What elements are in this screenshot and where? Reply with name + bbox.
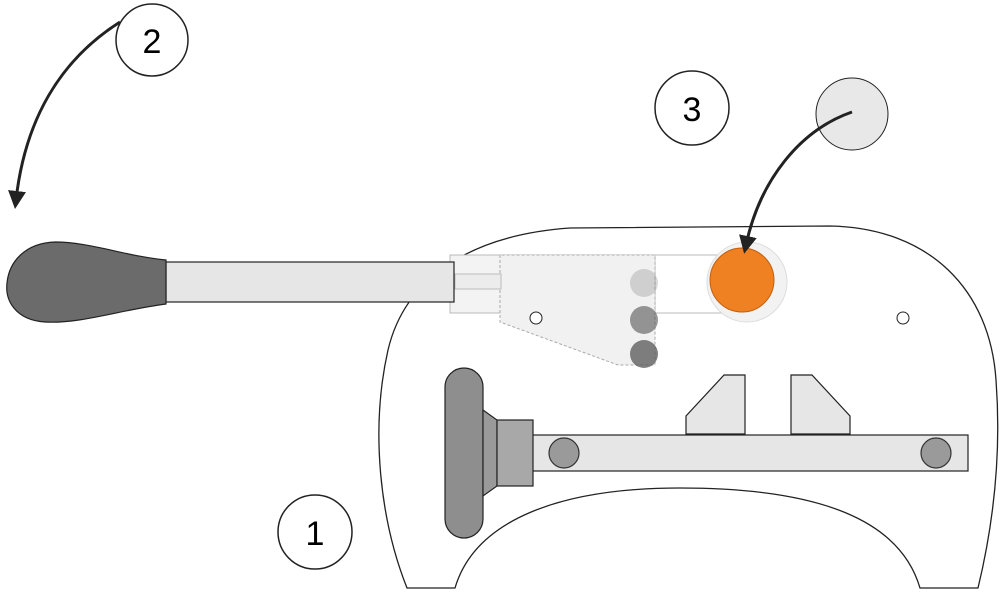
plunger-assembly <box>444 367 534 539</box>
curved-arrow-icon <box>739 110 853 254</box>
upper-guide <box>449 254 735 366</box>
lever-shaft <box>165 261 455 303</box>
indicator-dot <box>709 247 775 313</box>
clamp-pad-left <box>685 374 746 435</box>
lever-grip <box>6 241 167 323</box>
callout-1-label: 1 <box>306 515 325 553</box>
rail-screw-right <box>920 437 952 469</box>
callout-3-label: 3 <box>683 91 702 129</box>
round-knob <box>815 77 889 151</box>
mount-hole-left <box>529 311 543 325</box>
curved-arrow-icon <box>8 20 121 209</box>
callout-2: 2 <box>115 3 189 77</box>
lever-handle <box>6 241 455 323</box>
callout-3: 3 <box>654 70 730 146</box>
ghost-pins <box>630 269 658 368</box>
callout-2-label: 2 <box>143 23 162 61</box>
clamp-pad-right <box>790 374 851 435</box>
lower-rail <box>531 434 969 472</box>
callout-1: 1 <box>277 494 353 570</box>
mount-hole-right <box>896 311 910 325</box>
rail-screw-left <box>548 437 580 469</box>
